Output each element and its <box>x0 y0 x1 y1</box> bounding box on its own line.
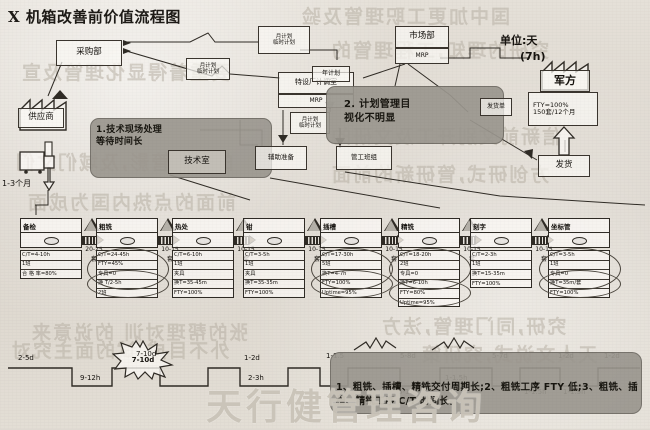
inventory-qty-label: 20-25 <box>85 246 103 253</box>
process-box[interactable]: 备检 <box>20 218 82 248</box>
summary-shape <box>330 352 642 414</box>
push-arrow-icon <box>305 235 327 245</box>
process-data-row: 夹具 <box>244 270 304 280</box>
unit-sub-label: (7h) <box>520 50 546 63</box>
process-box[interactable]: 坐标管 <box>548 218 610 248</box>
kaizen-burst-label: 7-10d <box>131 356 155 364</box>
summary-text: 1、粗铣、插槽、精铣交付周期长;2、粗铣工序 FTY 低;3、粗铣、插槽、精铣工… <box>336 382 638 407</box>
unit-label: 单位:天 <box>500 34 538 47</box>
process-name-label: 钳 <box>244 219 304 233</box>
process-name-label: 插槽 <box>321 219 381 233</box>
process-data-row: FTY=100% <box>174 290 203 297</box>
timeline-segment-label: 9-12h <box>80 374 101 382</box>
process-data-row: 1班 <box>173 261 233 270</box>
process-data-row: 换T=35-35m <box>244 280 304 289</box>
kaizen-burst-small-icon <box>352 336 398 356</box>
supplier-lead-time-label: 1-3个月 <box>2 179 32 188</box>
process-name-label: 精铣 <box>399 219 459 233</box>
year-plan-box[interactable]: 年计划 <box>312 66 350 82</box>
process-data-row: FTY=100% <box>245 290 274 297</box>
process-data-row: 换T=15-35m <box>471 270 531 280</box>
page-title: X 机箱改善前价值流程图 <box>8 8 181 26</box>
inventory-qty-label: 10-15 <box>385 246 403 253</box>
process-box[interactable]: 刻字 <box>470 218 532 248</box>
process-data-row: C/T=2-3h <box>471 251 531 261</box>
inventory-triangle-icon <box>534 218 552 234</box>
highlight-ellipse <box>87 269 169 298</box>
kaizen-burst-small-icon <box>430 336 476 356</box>
process-box[interactable]: 插槽 <box>320 218 382 248</box>
push-arrow-icon <box>382 235 404 245</box>
process-data-row: 1班 <box>244 261 304 270</box>
supplier-box[interactable]: 供应商 <box>18 108 64 128</box>
inventory-triangle-icon <box>384 218 402 234</box>
shipping-box[interactable]: 发货 <box>538 155 590 177</box>
plan-box-monthly-3[interactable]: 月计划 临时计划 <box>290 112 330 134</box>
timeline-segment-label: 2-3h <box>248 374 264 382</box>
process-data-row: FTY=100% <box>472 280 501 287</box>
operator-icon <box>471 233 531 248</box>
kaizen-burst-icon: 7-10d <box>111 339 175 381</box>
process-box[interactable]: 热处 <box>172 218 234 248</box>
inventory-triangle-icon <box>307 218 325 234</box>
process-data-row: 1班 <box>471 261 531 270</box>
highlight-ellipse <box>539 269 621 298</box>
operator-icon <box>97 233 157 248</box>
process-box[interactable]: 精铣 <box>398 218 460 248</box>
push-arrow-icon <box>532 235 554 245</box>
pipe-team-box[interactable]: 管工班组 <box>336 146 392 170</box>
process-box[interactable]: 钳 <box>243 218 305 248</box>
operator-icon <box>21 233 81 248</box>
callout-1-text: 1.技术现场处理 等待时间长 <box>96 125 163 148</box>
purchasing-dept-box[interactable]: 采购部 <box>56 40 122 66</box>
highlight-ellipse <box>389 279 471 307</box>
callout-2-shape <box>326 86 504 144</box>
military-data-box: FTY=100% 150套/12个月 <box>528 92 598 126</box>
timeline-segment-label: 2-5d <box>18 354 34 362</box>
dispatch-list-box[interactable]: 发货单 <box>480 98 512 116</box>
highlight-ellipse <box>311 269 393 298</box>
timeline-segment-label: 1-2d <box>244 354 260 362</box>
operator-icon <box>173 233 233 248</box>
process-data-row: 换T=35-45m <box>173 280 233 289</box>
aux-prep-box[interactable]: 辅助准备 <box>255 146 307 170</box>
process-data-row: 合 格 率=80% <box>22 271 57 278</box>
process-data-row: C/T=4-10h <box>21 251 81 261</box>
military-customer-box[interactable]: 军方 <box>540 70 590 92</box>
process-box[interactable]: 粗铣 <box>96 218 158 248</box>
operator-icon <box>399 233 459 248</box>
process-data-row: 夹具 <box>173 270 233 280</box>
plan-box-monthly-1[interactable]: 月计划 临时计划 <box>258 26 310 54</box>
inventory-unit-label: 套 <box>166 256 173 263</box>
process-name-label: 坐标管 <box>549 219 609 233</box>
operator-icon <box>244 233 304 248</box>
inventory-qty-label: 10-15 <box>457 246 487 253</box>
process-data-row: C/T=3-5h <box>244 251 304 261</box>
truck-delivery-icon <box>18 140 64 196</box>
market-dept-mrp-box[interactable]: MRP <box>395 48 449 64</box>
inventory-qty-label: 10-15 <box>161 246 179 253</box>
inventory-qty-label: 10-15 <box>308 246 326 253</box>
operator-icon <box>321 233 381 248</box>
process-name-label: 粗铣 <box>97 219 157 233</box>
inventory-qty-label: 10-15 <box>535 246 553 253</box>
process-name-label: 刻字 <box>471 219 531 233</box>
callout-2-text: 2. 计划管理目 视化不明显 <box>344 99 411 124</box>
inventory-qty-label: 10-15 <box>231 246 261 253</box>
operator-icon <box>549 233 609 248</box>
process-name-label: 备检 <box>21 219 81 233</box>
watermark: 天行健管理咨询 <box>206 386 487 428</box>
tech-room-box[interactable]: 技术室 <box>168 150 226 174</box>
market-dept-box[interactable]: 市场部 <box>395 26 449 48</box>
process-data-row: 1班 <box>21 261 81 270</box>
timeline-segment-label: 7-10d <box>136 350 157 358</box>
plan-box-monthly-2[interactable]: 月计划 临时计划 <box>186 58 230 80</box>
process-name-label: 热处 <box>173 219 233 233</box>
process-data-row: C/T=6-10h <box>173 251 233 261</box>
